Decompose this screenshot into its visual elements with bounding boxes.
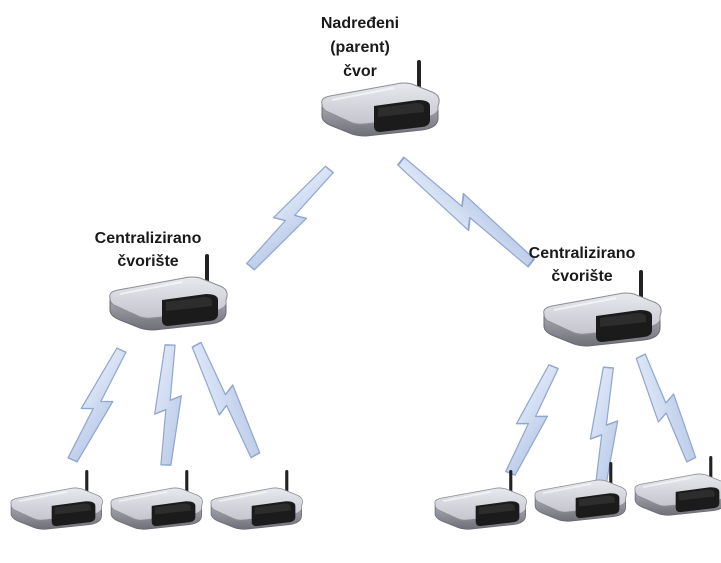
label-hub-left-line-2: čvorište [117,253,178,270]
label-parent-line-3: čvor [343,63,377,80]
wireless-link-left-hub-leaf-1 [60,344,134,466]
router-leaf-left-2 [110,469,204,531]
router-parent-node [320,59,441,137]
router-leaf-right-2 [534,461,628,523]
wireless-link-parent-right-hub [392,150,540,274]
wireless-link-right-hub-leaf-3 [628,349,704,467]
label-hub-right-line-1: Centralizirano [529,245,636,262]
wireless-link-parent-left-hub [239,160,341,276]
label-hub-right: Centralizirano čvorište [529,245,636,285]
router-leaf-right-3 [634,455,721,517]
router-leaf-left-3 [210,469,304,531]
wireless-link-left-hub-leaf-3 [184,337,268,463]
wireless-link-left-hub-leaf-2 [152,343,184,467]
wireless-link-right-hub-leaf-2 [585,365,623,495]
label-parent-node: Nadređeni (parent) čvor [321,15,399,80]
label-hub-right-line-2: čvorište [551,268,612,285]
label-parent-line-1: Nadređeni [321,15,399,32]
label-hub-left: Centralizirano čvorište [95,230,202,270]
label-parent-line-2: (parent) [330,39,390,56]
router-leaf-left-1 [10,469,104,531]
label-hub-left-line-1: Centralizirano [95,230,202,247]
wireless-link-right-hub-leaf-1 [497,361,567,479]
router-leaf-right-1 [434,469,528,531]
